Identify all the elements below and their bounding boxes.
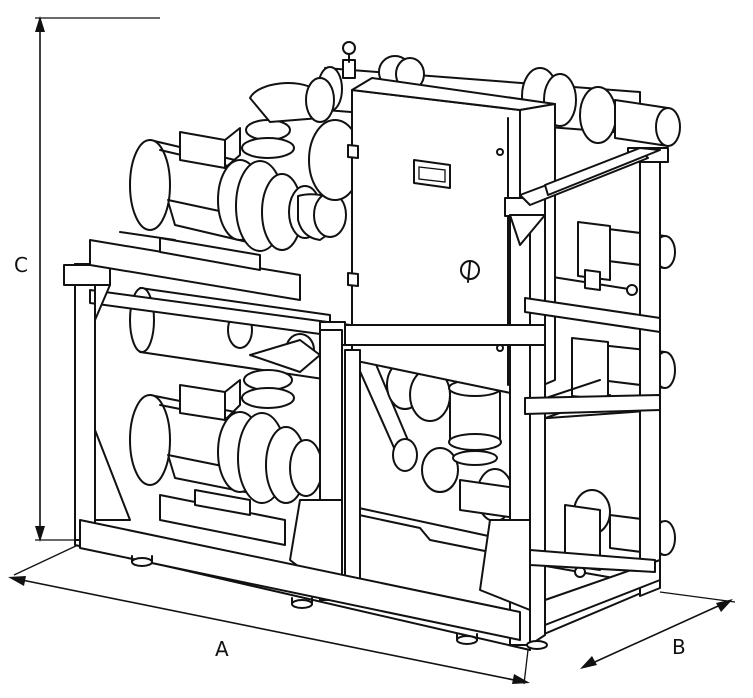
dimension-label-c: C bbox=[14, 253, 28, 277]
lower-pump bbox=[129, 339, 323, 546]
dimension-label-a: A bbox=[215, 637, 229, 661]
dimension-b: B bbox=[580, 591, 736, 669]
upper-pump bbox=[89, 77, 362, 301]
frame-front bbox=[79, 147, 669, 650]
dimension-label-b: B bbox=[672, 635, 686, 659]
dimension-a: A bbox=[8, 544, 530, 685]
dimension-c: C bbox=[14, 16, 160, 542]
middle-vessel bbox=[89, 287, 351, 381]
